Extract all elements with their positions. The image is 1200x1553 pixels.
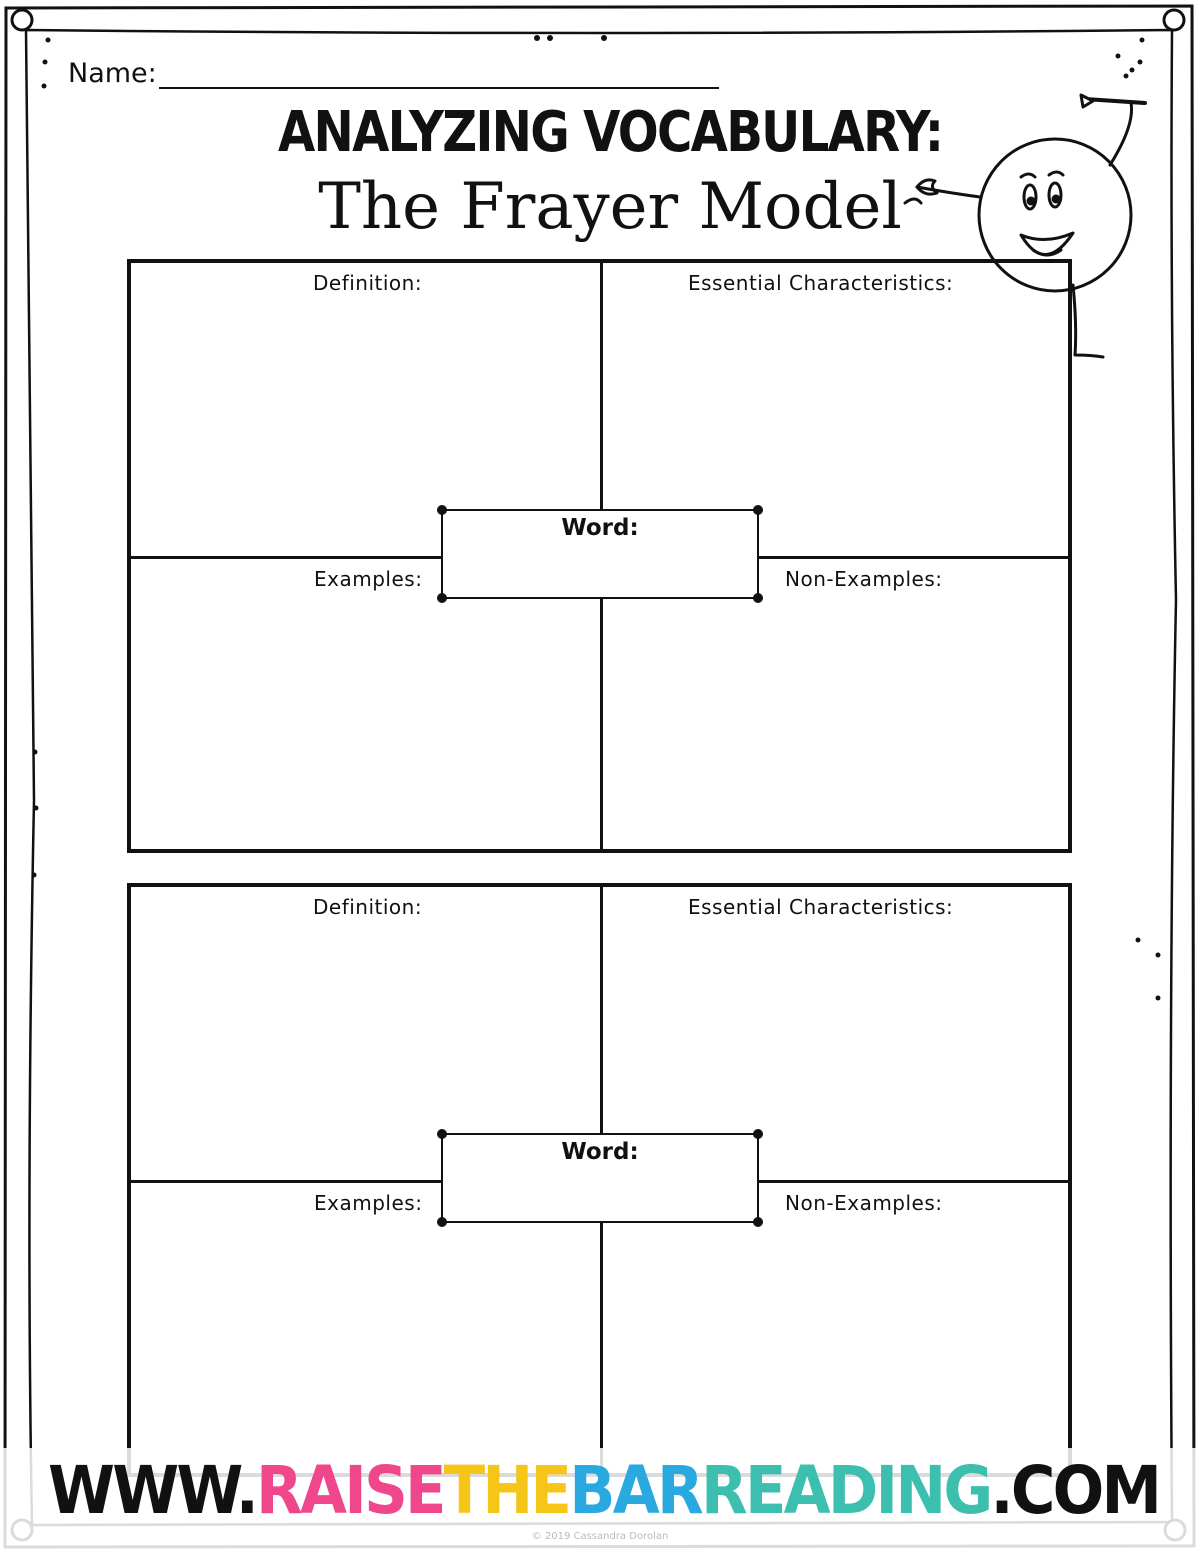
cartoon-ball-character-icon: [903, 93, 1147, 359]
frayer-model-1: Definition: Essential Characteristics: E…: [127, 259, 1072, 853]
name-label: Name:: [68, 58, 157, 89]
word-label: Word:: [561, 515, 639, 541]
corner-dot: [437, 1217, 447, 1227]
corner-dot: [753, 1217, 763, 1227]
definition-label: Definition:: [313, 271, 423, 295]
non-examples-label: Non-Examples:: [785, 1191, 943, 1215]
corner-dot: [753, 505, 763, 515]
word-box[interactable]: Word:: [437, 1129, 763, 1227]
examples-label: Examples:: [314, 567, 423, 591]
page-title: ANALYZING VOCABULARY:: [277, 100, 944, 165]
corner-dot: [437, 505, 447, 515]
corner-dot: [753, 593, 763, 603]
definition-area[interactable]: [131, 303, 431, 503]
corner-dot: [753, 1129, 763, 1139]
url-segment-reading: READING: [700, 1452, 993, 1529]
name-field-line[interactable]: [158, 61, 719, 89]
corner-dot: [437, 1129, 447, 1139]
footer-banner: [0, 1448, 1200, 1553]
copyright-text: © 2019 Cassandra Dorolan: [531, 1531, 669, 1542]
footer-url[interactable]: WWW.RAISETHEBARREADING.COM: [48, 1452, 1162, 1529]
url-segment-the: THE: [443, 1452, 572, 1529]
url-prefix: WWW.: [48, 1452, 259, 1529]
page-subtitle: The Frayer Model: [318, 170, 902, 244]
name-row: Name:: [68, 58, 719, 89]
corner-dot: [437, 593, 447, 603]
frayer-model-2: Definition: Essential Characteristics: E…: [127, 883, 1072, 1477]
examples-label: Examples:: [314, 1191, 423, 1215]
word-box[interactable]: Word:: [437, 505, 763, 603]
characteristics-label: Essential Characteristics:: [688, 895, 954, 919]
characteristics-label: Essential Characteristics:: [688, 271, 954, 295]
url-segment-raise: RAISE: [256, 1452, 447, 1529]
url-suffix: .COM: [990, 1452, 1162, 1529]
non-examples-label: Non-Examples:: [785, 567, 943, 591]
url-segment-bar: BAR: [569, 1452, 704, 1529]
definition-label: Definition:: [313, 895, 423, 919]
word-label: Word:: [561, 1139, 639, 1165]
